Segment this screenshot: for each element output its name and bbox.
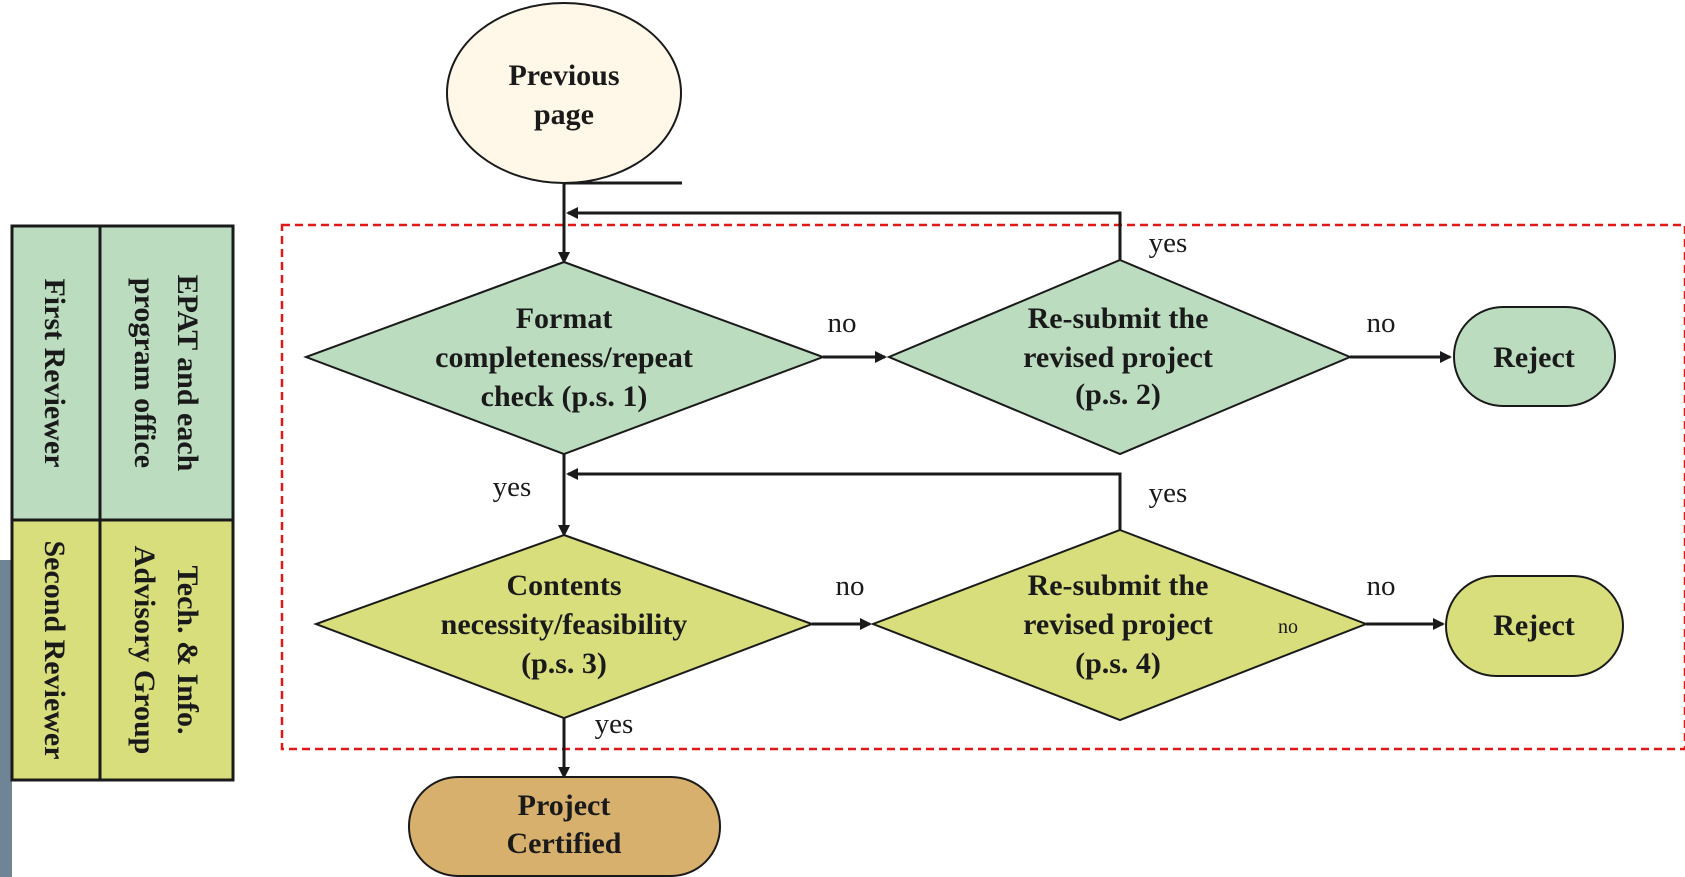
format-check-line1: Format — [516, 302, 613, 335]
lane-second-role-cell — [10, 518, 102, 782]
resubmit-2-line2: revised project — [1023, 608, 1213, 641]
connectors — [558, 181, 1452, 779]
label-resubmit1-yes: yes — [1149, 227, 1188, 259]
reject-1-box — [1453, 306, 1616, 407]
format-check-line3: check (p.s. 1) — [481, 380, 648, 413]
reject-1-label: Reject — [1493, 341, 1575, 374]
resubmit-1-diamond — [886, 258, 1353, 456]
review-boundary — [280, 223, 1685, 751]
resubmit-2-line1: Re-submit the — [1028, 569, 1209, 602]
node-reject-1: Reject — [1453, 306, 1616, 407]
certified-box — [408, 776, 721, 877]
label-contents-yes: yes — [595, 708, 634, 740]
resubmit-1-line3: (p.s. 2) — [1075, 378, 1161, 411]
left-edge-strip — [0, 560, 12, 877]
label-resubmit2-no: no — [1367, 570, 1396, 602]
edge-labels: no no yes yes no no yes yes — [493, 227, 1396, 740]
contents-check-line1: Contents — [506, 569, 621, 602]
resubmit-2-line3: (p.s. 4) — [1075, 647, 1161, 680]
label-resubmit1-no: no — [1367, 307, 1396, 339]
lane-first-org-cell — [98, 224, 235, 522]
format-check-line2: completeness/repeat — [435, 341, 693, 374]
label-contents-no: no — [836, 570, 865, 602]
reject-2-label: Reject — [1493, 609, 1575, 642]
lane-second-org-line1: Tech. & Info. — [171, 566, 204, 735]
lane-second-role: Second Reviewer — [38, 540, 71, 759]
swimlane-legend: First Reviewer EPAT and each program off… — [10, 224, 235, 782]
previous-page-line2: page — [534, 98, 594, 131]
lane-first-role-cell — [10, 224, 102, 522]
edge-resubmit1-yes-loop — [566, 207, 1122, 260]
resubmit-1-line1: Re-submit the — [1028, 302, 1209, 335]
node-previous-page: Previous page — [446, 2, 682, 184]
lane-second-org-line2: Advisory Group — [128, 546, 161, 755]
label-format-yes: yes — [493, 471, 532, 503]
certified-line1: Project — [518, 789, 611, 822]
resubmit-2-note: no — [1278, 616, 1298, 638]
node-certified: Project Certified — [408, 776, 721, 877]
contents-check-diamond — [313, 533, 815, 720]
label-format-no: no — [828, 307, 857, 339]
reject-2-box — [1445, 575, 1624, 677]
node-resubmit-1: Re-submit the revised project (p.s. 2) — [886, 258, 1353, 456]
format-check-diamond — [303, 260, 826, 456]
node-resubmit-2: Re-submit the revised project no (p.s. 4… — [870, 528, 1369, 722]
contents-check-line3: (p.s. 3) — [521, 647, 607, 680]
edge-resubmit2-yes-loop — [566, 468, 1122, 530]
node-contents-check: Contents necessity/feasibility (p.s. 3) — [313, 533, 815, 720]
node-format-check: Format completeness/repeat check (p.s. 1… — [303, 260, 826, 456]
previous-page-line1: Previous — [508, 59, 619, 92]
resubmit-2-diamond — [870, 528, 1369, 722]
lane-first-org-line1: EPAT and each — [171, 275, 204, 472]
lane-second-org-cell — [98, 518, 235, 782]
contents-check-line2: necessity/feasibility — [441, 608, 688, 641]
lane-first-role: First Reviewer — [38, 278, 71, 467]
certified-line2: Certified — [507, 827, 622, 860]
label-resubmit2-yes: yes — [1149, 477, 1188, 509]
resubmit-1-line2: revised project — [1023, 341, 1213, 374]
lane-first-org-line2: program office — [128, 278, 161, 468]
node-reject-2: Reject — [1445, 575, 1624, 677]
previous-page-circle — [446, 2, 682, 184]
